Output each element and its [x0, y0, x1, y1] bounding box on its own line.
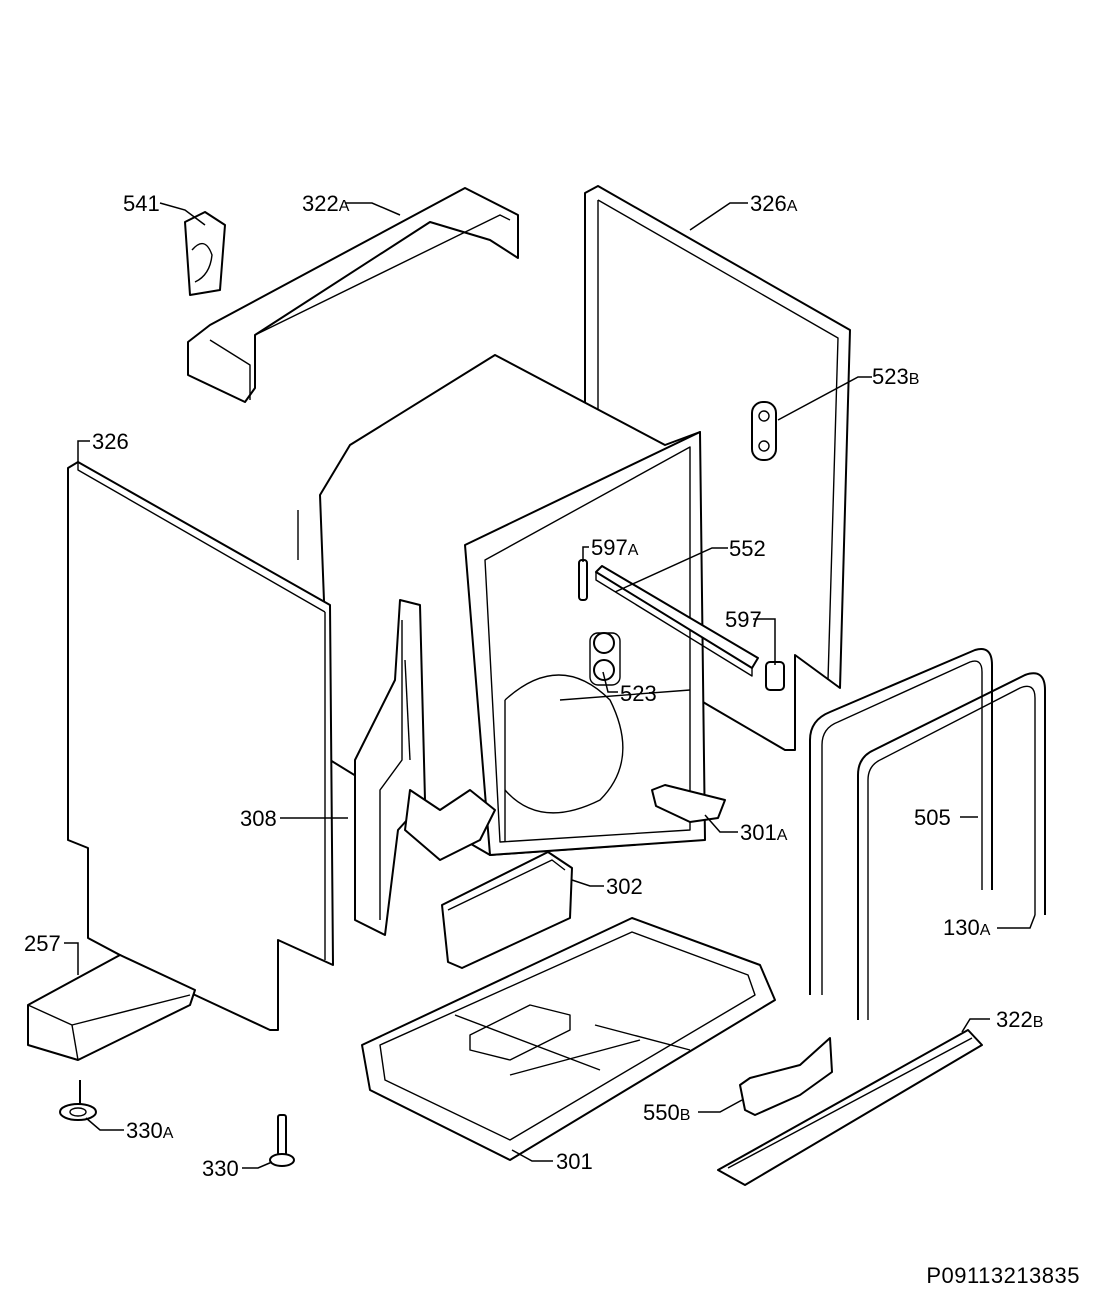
callout-326: 326 [92, 429, 129, 454]
part-597a-clip[interactable] [578, 559, 588, 601]
callout-541: 541 [123, 191, 160, 216]
leader-lines [64, 202, 1036, 1169]
part-301-base-tray[interactable] [361, 917, 776, 1161]
part-552-rail[interactable] [595, 565, 759, 677]
part-308-hinge[interactable] [354, 599, 496, 936]
part-257-plinth[interactable] [27, 954, 196, 1061]
callout-322b: 322B [996, 1007, 1044, 1032]
part-326-door-panel[interactable] [67, 461, 334, 1031]
callout-550b: 550B [643, 1100, 691, 1125]
callout-523b: 523B [872, 364, 920, 389]
part-541-clip[interactable] [184, 211, 226, 296]
callout-552: 552 [729, 536, 766, 561]
callout-301: 301 [556, 1149, 593, 1174]
callout-330: 330 [202, 1156, 239, 1181]
part-301a-bracket[interactable] [651, 784, 726, 823]
callout-301a: 301A [740, 820, 788, 845]
callout-523: 523 [620, 681, 657, 706]
part-330-screw[interactable] [269, 1114, 295, 1167]
callout-302: 302 [606, 874, 643, 899]
part-322a-top-bracket[interactable] [187, 187, 519, 403]
part-130a-seal[interactable] [857, 672, 1046, 1020]
part-302-cover[interactable] [441, 851, 573, 969]
document-code: P09113213835 [926, 1263, 1080, 1288]
part-597-end-cap[interactable] [765, 661, 785, 691]
part-523b-bumper[interactable] [751, 401, 777, 461]
part-505-door-seal[interactable] [809, 648, 993, 995]
callout-597a: 597A [591, 535, 639, 560]
callout-130a: 130A [943, 915, 991, 940]
callout-505: 505 [914, 805, 951, 830]
part-550b-bracket[interactable] [739, 1037, 833, 1116]
callout-308: 308 [240, 806, 277, 831]
part-322b-trim[interactable] [717, 1029, 983, 1186]
callout-330a: 330A [126, 1118, 174, 1143]
callout-597: 597 [725, 607, 762, 632]
callout-257: 257 [24, 931, 61, 956]
part-330a-foot[interactable] [59, 1080, 97, 1121]
callout-322a: 322A [302, 191, 350, 216]
part-523-bumpers[interactable] [589, 632, 621, 686]
callout-326a: 326A [750, 191, 798, 216]
